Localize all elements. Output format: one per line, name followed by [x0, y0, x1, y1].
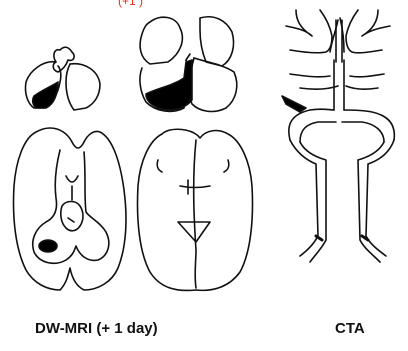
- caption-dw-mri: DW-MRI (+ 1 day): [35, 320, 158, 337]
- lesion-3: [39, 240, 57, 252]
- mri-slice-posterior-fossa-left: [25, 47, 100, 110]
- cta-vessel-tracing: [282, 10, 394, 262]
- caption-cta: CTA: [335, 320, 365, 337]
- lesion-2: [146, 60, 192, 110]
- mri-slice-axial-upper: [138, 129, 253, 290]
- lesion-1: [33, 82, 58, 108]
- mri-slice-posterior-fossa-right: [140, 17, 237, 112]
- mri-slice-axial-ventricles: [14, 128, 127, 290]
- arrow-marker: [282, 96, 306, 112]
